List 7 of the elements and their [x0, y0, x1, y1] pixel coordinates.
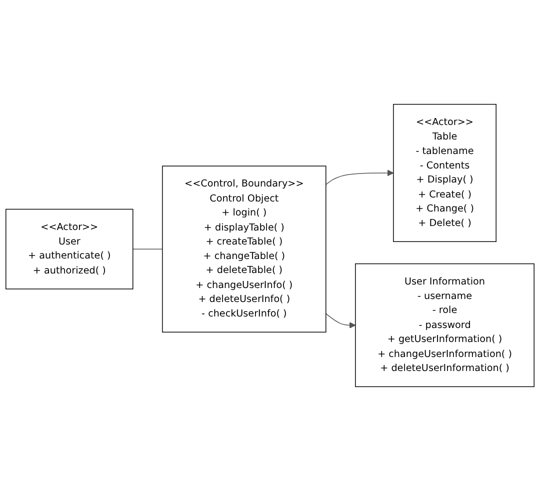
arrow [326, 313, 356, 328]
arrow [326, 170, 394, 185]
node-box: <<Actor>> Table - tablename - Contents + Display( ) + Create( ) + Change( ) + Delete( ) [393, 104, 496, 242]
node-box: <<Control, Boundary>> Control Object + login( ) + displayTable( ) + createTable( ) + changeTable( ) + deleteTable( ) + changeUserInfo( ) + deleteUserInfo( ) - checkUserInfo( ) [162, 166, 326, 333]
node-box: User Information - username - role - password + getUserInformation( ) + changeUserInformation( ) + deleteUserInformation( ) [355, 263, 534, 388]
connector [132, 248, 163, 250]
node-box: <<Actor>> User + authenticate( ) + authorized( ) [6, 208, 134, 290]
